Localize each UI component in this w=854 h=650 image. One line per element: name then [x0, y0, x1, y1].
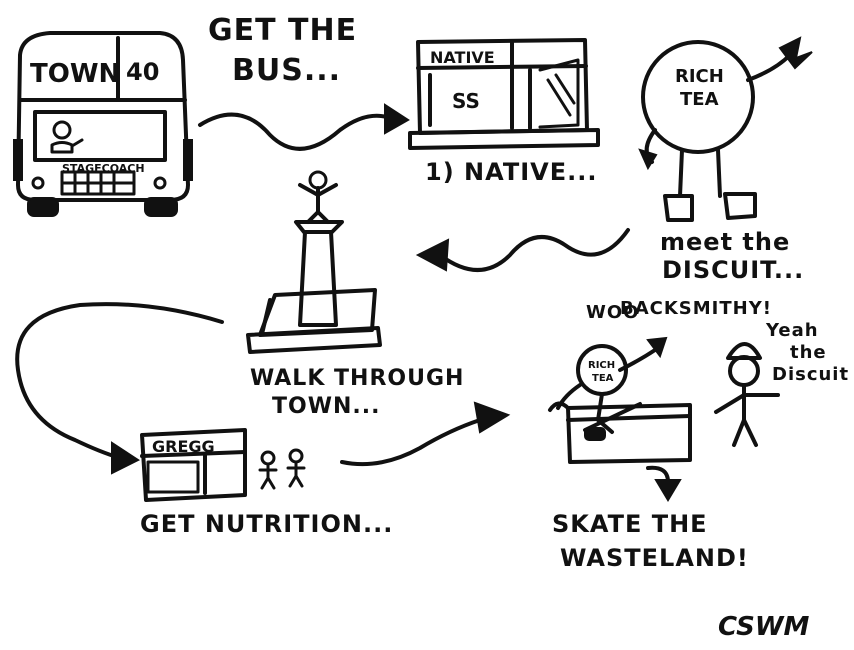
native-shop-drawing: NATIVE SS	[410, 40, 598, 148]
arrow-to-monument	[418, 230, 628, 270]
signature: CSWM	[718, 612, 810, 642]
arrow-to-native	[200, 105, 408, 149]
gregg-sign: GREGG	[152, 437, 215, 456]
biscuit-text-line2: TEA	[680, 89, 719, 110]
native-sign: NATIVE	[430, 48, 495, 67]
label-meet-biscuit-line1: meet the	[660, 230, 790, 254]
biscuit-text-line1: RICH	[675, 66, 724, 87]
label-walk-line1: WALK THROUGH	[250, 368, 464, 390]
label-skate-line2: WASTELAND!	[560, 546, 749, 570]
speech-yeah-line2: the	[790, 344, 827, 362]
skatepark-drawing: RICH TEA	[550, 338, 778, 462]
label-get-the-bus-line2: BUS...	[232, 56, 341, 86]
label-get-nutrition: GET NUTRITION...	[140, 512, 393, 536]
native-window-text: SS	[452, 89, 480, 113]
speech-yeah-line3: Discuit	[772, 366, 849, 384]
bus-operator: STAGECOACH	[62, 162, 145, 175]
speech-backsmithy: BACKSMITHY!	[620, 300, 772, 318]
arrow-to-wasteland	[648, 468, 680, 500]
label-skate-line1: SKATE THE	[552, 512, 708, 536]
signature-text: CSWM	[718, 612, 810, 642]
label-get-the-bus-line1: GET THE	[208, 16, 357, 46]
bus-drawing: TOWN 40 STAGECOACH	[14, 33, 192, 216]
monument-drawing	[248, 172, 380, 352]
rich-tea-biscuit-drawing: RICH TEA	[640, 38, 812, 220]
label-walk-line2: TOWN...	[272, 396, 380, 418]
speech-yeah-line1: Yeah	[766, 322, 819, 340]
bus-route-number: 40	[126, 58, 159, 86]
greggs-shop-drawing: GREGG	[142, 430, 304, 500]
skate-biscuit-line2: TEA	[592, 373, 614, 384]
label-native: 1) NATIVE...	[425, 160, 597, 184]
skate-biscuit-line1: RICH	[588, 360, 615, 371]
bus-destination: TOWN	[30, 59, 120, 89]
label-meet-biscuit-line2: DISCUIT...	[662, 258, 804, 282]
